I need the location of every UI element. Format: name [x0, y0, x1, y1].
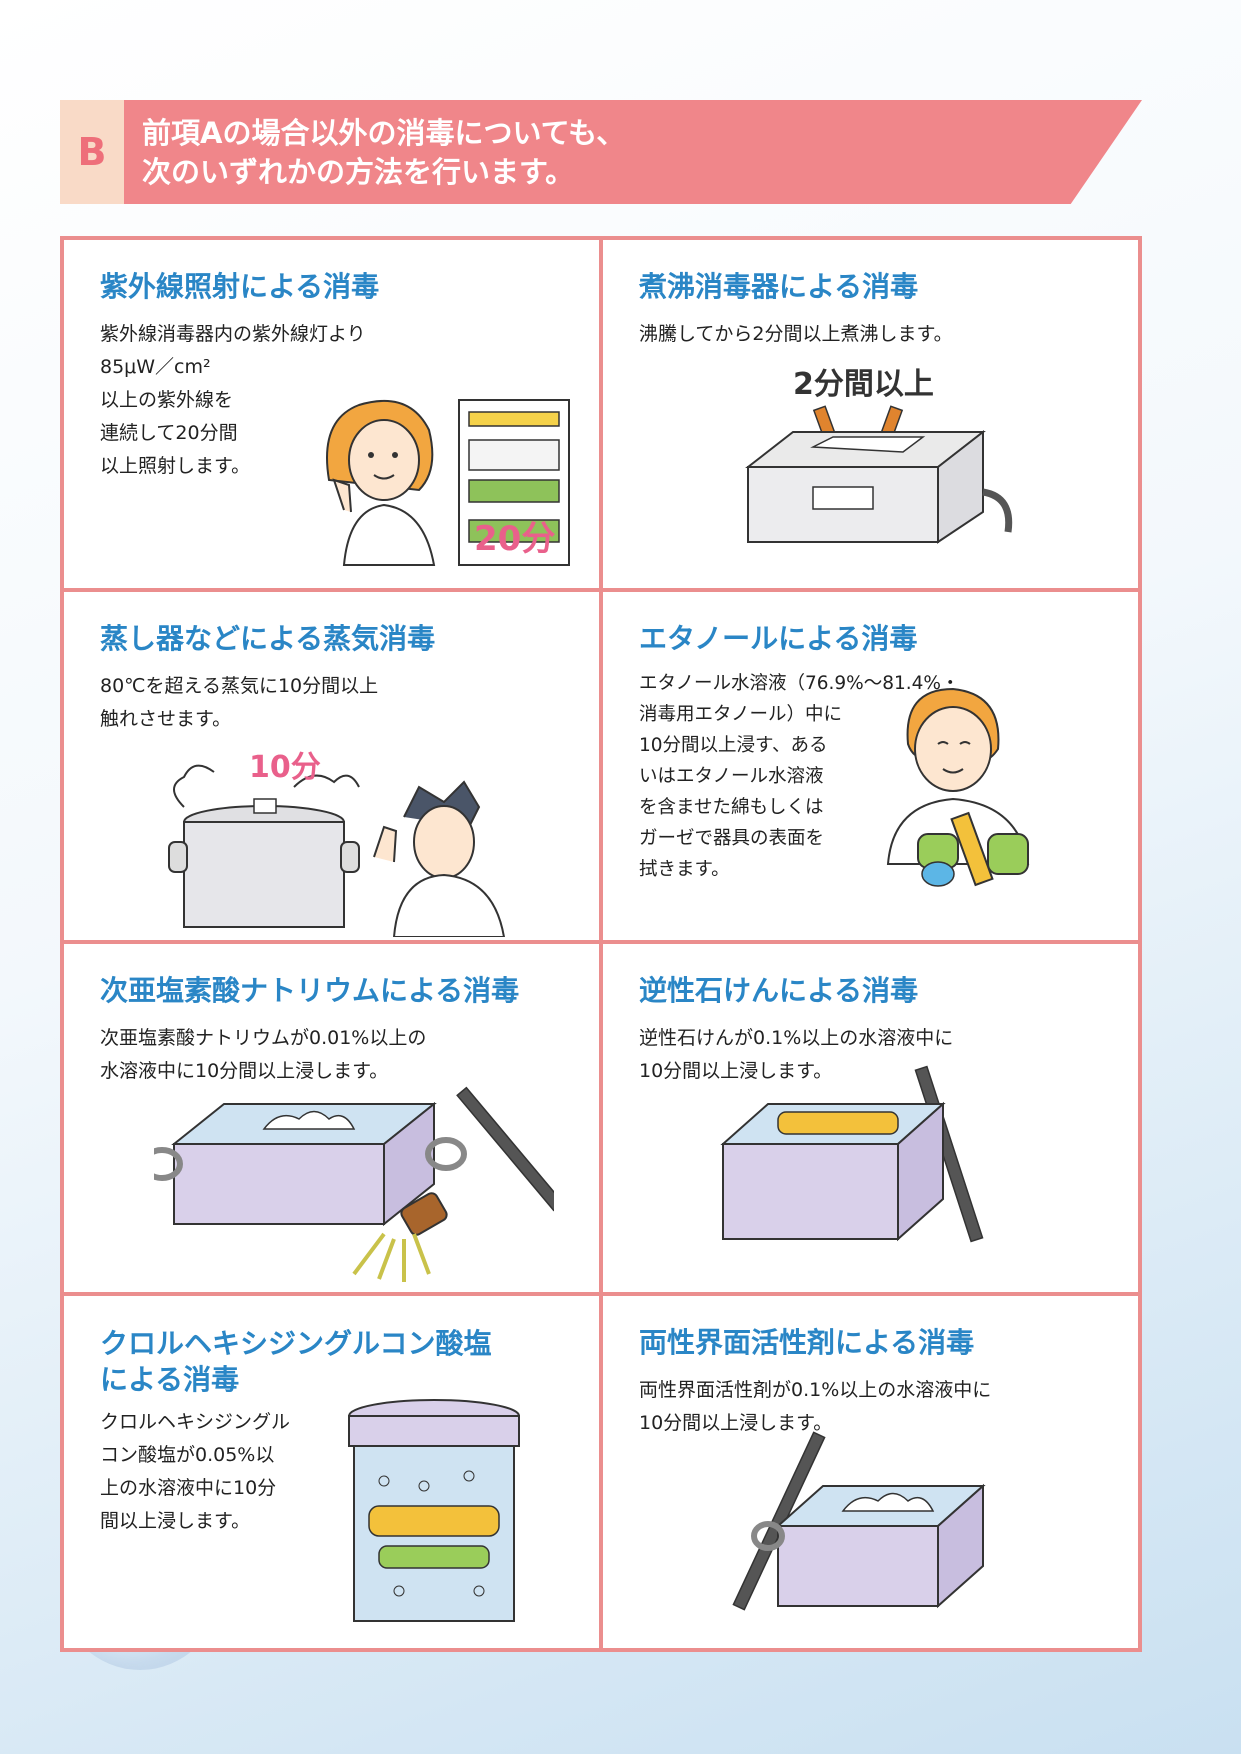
method-card-hypochlorite: 次亜塩素酸ナトリウムによる消毒 次亜塩素酸ナトリウムが0.01%以上の 水溶液中… — [64, 944, 599, 1292]
method-title: クロルヘキシジングルコン酸塩 による消毒 — [100, 1327, 492, 1396]
method-card-uv: 紫外線照射による消毒 紫外線消毒器内の紫外線灯より 85μW／cm² 以上の紫外… — [64, 240, 599, 588]
method-description: 80℃を超える蒸気に10分間以上 触れさせます。 — [100, 675, 379, 730]
method-title: 蒸し器などによる蒸気消毒 — [100, 622, 436, 655]
method-card-surfactant: 両性界面活性剤による消毒 両性界面活性剤が0.1%以上の水溶液中に 10分間以上… — [603, 1296, 1138, 1648]
section-badge-letter: B — [77, 130, 107, 174]
section-header: B 前項Aの場合以外の消毒についても、 次のいずれかの方法を行います。 — [60, 100, 1142, 204]
grid-divider-vertical — [599, 236, 603, 1652]
svg-text:2分間以上: 2分間以上 — [793, 367, 934, 402]
method-card-chlorhexidine: クロルヘキシジングルコン酸塩 による消毒 クロルヘキシジングル コン酸塩が0.0… — [64, 1296, 599, 1648]
method-description: 逆性石けんが0.1%以上の水溶液中に 10分間以上浸します。 — [639, 1027, 954, 1082]
uv-sterilizer-icon: 20分 — [326, 399, 570, 566]
chlorhexidine-jar-icon — [348, 1399, 520, 1622]
method-card-reverse-soap: 逆性石けんによる消毒 逆性石けんが0.1%以上の水溶液中に 10分間以上浸します… — [603, 944, 1138, 1292]
section-title-line: 前項Aの場合以外の消毒についても、 — [142, 116, 626, 150]
method-description: 次亜塩素酸ナトリウムが0.01%以上の 水溶液中に10分間以上浸します。 — [100, 1027, 427, 1082]
section-title-line: 次のいずれかの方法を行います。 — [142, 155, 575, 189]
method-title: エタノールによる消毒 — [639, 622, 918, 655]
grid-divider-horizontal — [60, 588, 1142, 592]
grid-divider-horizontal — [60, 1292, 1142, 1296]
section-title: 前項Aの場合以外の消毒についても、 次のいずれかの方法を行います。 — [142, 114, 625, 192]
method-title: 次亜塩素酸ナトリウムによる消毒 — [100, 974, 520, 1007]
method-card-ethanol: エタノールによる消毒 エタノール水溶液（76.9%〜81.4%・ 消毒用エタノー… — [603, 592, 1138, 940]
boiling-sterilizer-icon: 2分間以上 — [745, 367, 1013, 544]
method-card-boiling: 煮沸消毒器による消毒 沸騰してから2分間以上煮沸します。 2分間以上 — [603, 240, 1138, 588]
method-description: 紫外線消毒器内の紫外線灯より 85μW／cm² 以上の紫外線を 連続して20分間… — [100, 323, 366, 477]
svg-text:10分: 10分 — [249, 750, 321, 785]
methods-grid: 紫外線照射による消毒 紫外線消毒器内の紫外線灯より 85μW／cm² 以上の紫外… — [60, 236, 1142, 1652]
method-description: 両性界面活性剤が0.1%以上の水溶液中に 10分間以上浸します。 — [639, 1379, 992, 1434]
svg-text:20分: 20分 — [474, 519, 555, 559]
method-card-steam: 蒸し器などによる蒸気消毒 80℃を超える蒸気に10分間以上 触れさせます。 10… — [64, 592, 599, 940]
method-description: クロルヘキシジングル コン酸塩が0.05%以 上の水溶液中に10分 間以上浸しま… — [100, 1411, 291, 1532]
method-title: 煮沸消毒器による消毒 — [639, 270, 919, 303]
method-title: 両性界面活性剤による消毒 — [639, 1326, 975, 1359]
method-title: 紫外線照射による消毒 — [100, 270, 380, 303]
ethanol-wipe-icon — [886, 687, 1030, 887]
method-description: 沸騰してから2分間以上煮沸します。 — [639, 323, 953, 345]
soap-tray-icon — [720, 1065, 984, 1243]
steam-pot-icon: 10分 — [168, 750, 506, 937]
hypochlorite-tray-icon — [154, 1086, 554, 1282]
grid-divider-horizontal — [60, 940, 1142, 944]
section-badge: B — [60, 100, 124, 204]
method-description: エタノール水溶液（76.9%〜81.4%・ 消毒用エタノール）中に 10分間以上… — [639, 673, 960, 880]
method-title: 逆性石けんによる消毒 — [639, 974, 919, 1007]
section-banner — [124, 100, 1142, 204]
surfactant-tray-icon — [732, 1431, 986, 1611]
